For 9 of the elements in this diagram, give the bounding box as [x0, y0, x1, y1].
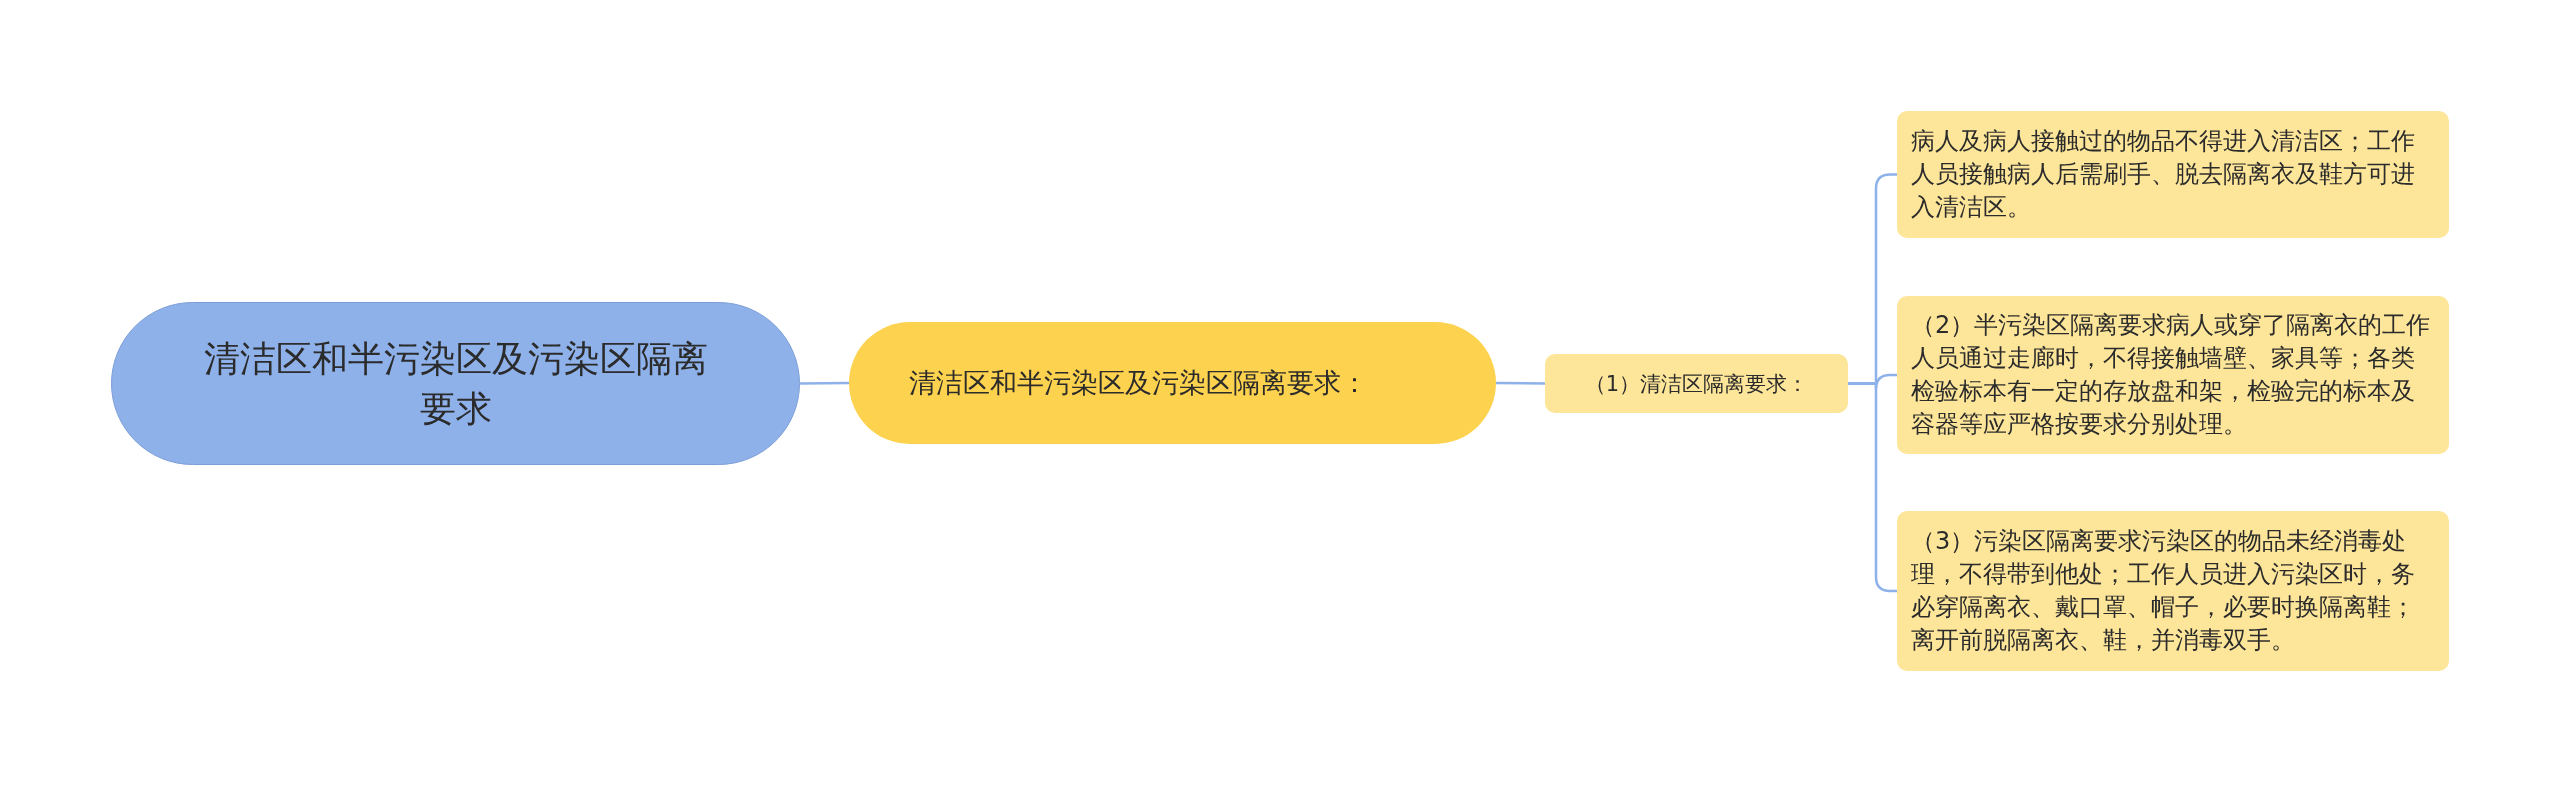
- note-box: （2）半污染区隔离要求病人或穿了隔离衣的工作人员通过走廊时，不得接触墙壁、家具等；各类检验标本有一定的存放盘和架，检验完的标本及容器等应严格按要求分别处理。: [1897, 296, 2449, 454]
- connector-line: [800, 381, 849, 385]
- topic-pill: 清洁区和半污染区及污染区隔离要求: [111, 302, 800, 465]
- connector-line: [1496, 381, 1545, 385]
- connector-line: [1848, 382, 1897, 593]
- note-box: 病人及病人接触过的物品不得进入清洁区；工作人员接触病人后需刷手、脱去隔离衣及鞋方可进入清洁区。: [1897, 111, 2449, 238]
- subtopic-pill: 清洁区和半污染区及污染区隔离要求：: [849, 322, 1496, 444]
- note-box: （3）污染区隔离要求污染区的物品未经消毒处理，不得带到他处；工作人员进入污染区时，务必穿隔离衣、戴口罩、帽子，必要时换隔离鞋；离开前脱隔离衣、鞋，并消毒双手。: [1897, 511, 2449, 671]
- branch-box: （1）清洁区隔离要求：: [1545, 354, 1848, 413]
